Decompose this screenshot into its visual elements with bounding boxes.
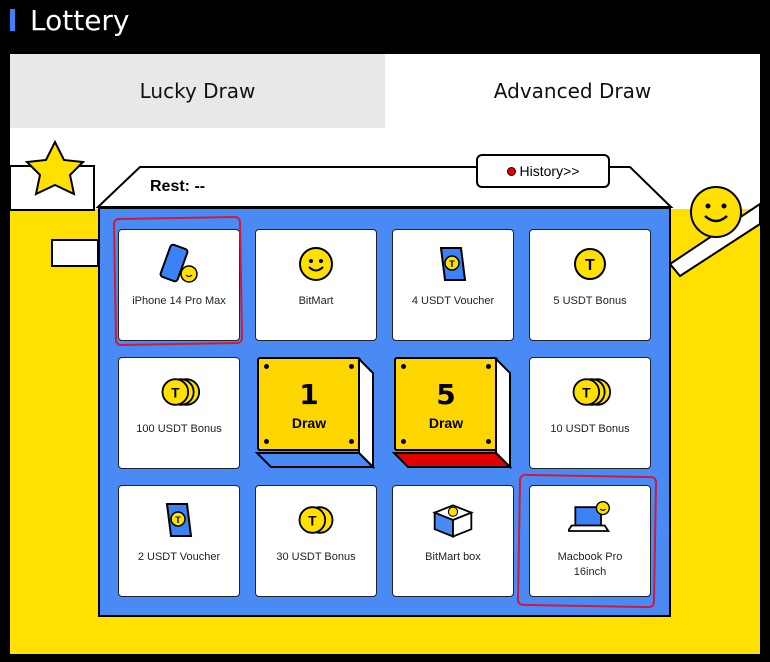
- voucher-icon: T: [157, 498, 201, 542]
- macbook-icon: [568, 498, 612, 542]
- history-button[interactable]: History>>: [476, 154, 610, 188]
- lottery-panel: Lucky Draw Advanced Draw Rest: --: [10, 54, 760, 654]
- draw-5-base: [392, 357, 513, 470]
- prize-label: Macbook Pro 16inch: [557, 551, 623, 578]
- prize-label: 100 USDT Bonus: [136, 423, 222, 435]
- tab-advanced-draw[interactable]: Advanced Draw: [385, 54, 760, 128]
- prize-label: BitMart box: [425, 551, 481, 563]
- smiley-icon: [690, 186, 742, 238]
- svg-text:T: T: [582, 386, 591, 401]
- history-label: History>>: [519, 163, 580, 179]
- star-icon: [24, 139, 86, 196]
- prize-cell-2usdt-voucher: T 2 USDT Voucher: [118, 485, 240, 597]
- history-dot-icon: [506, 166, 516, 176]
- prize-label: 2 USDT Voucher: [137, 551, 221, 563]
- prize-cell-bitmart-box: BitMart box: [392, 485, 514, 597]
- draw-label: Draw: [428, 414, 464, 431]
- title-bar: Lottery: [0, 0, 770, 48]
- prize-cell-bitmart: BitMart: [255, 229, 377, 341]
- prize-cell-100usdt-bonus: T 100 USDT Bonus: [118, 357, 240, 469]
- page-title: Lottery: [30, 4, 130, 37]
- usdt-coin-stack-icon: T: [294, 498, 338, 542]
- svg-text:T: T: [175, 515, 181, 525]
- iphone-icon: [157, 242, 201, 286]
- prize-label: BitMart: [298, 295, 334, 307]
- voucher-icon: T: [431, 242, 475, 286]
- usdt-coin-stack-icon: T: [568, 370, 612, 414]
- prize-label: 5 USDT Bonus: [553, 295, 627, 307]
- draw-5-button[interactable]: 5 Draw: [394, 357, 498, 451]
- svg-text:T: T: [449, 259, 455, 269]
- prize-label: 4 USDT Voucher: [411, 295, 495, 307]
- prize-cell-iphone: iPhone 14 Pro Max: [118, 229, 240, 341]
- draw-count: 1: [299, 377, 319, 411]
- draw-1-button[interactable]: 1 Draw: [257, 357, 361, 451]
- draw-1-base: [255, 357, 376, 470]
- draw-label: Draw: [291, 414, 327, 431]
- prize-label: 10 USDT Bonus: [550, 423, 630, 435]
- prize-label: iPhone 14 Pro Max: [132, 295, 226, 307]
- prize-cell-10usdt-bonus: T 10 USDT Bonus: [529, 357, 651, 469]
- prize-cell-5usdt-bonus: T 5 USDT Bonus: [529, 229, 651, 341]
- title-accent: [10, 9, 15, 31]
- svg-text:T: T: [171, 386, 180, 401]
- draw-count: 5: [436, 377, 456, 411]
- highlight-mark-macbook: [516, 473, 658, 609]
- prize-cell-4usdt-voucher: T 4 USDT Voucher: [392, 229, 514, 341]
- prize-cell-30usdt-bonus: T 30 USDT Bonus: [255, 485, 377, 597]
- rest-counter: Rest: --: [150, 178, 206, 195]
- prize-grid: iPhone 14 Pro Max BitMart: [98, 207, 671, 617]
- tab-lucky-draw[interactable]: Lucky Draw: [10, 54, 385, 128]
- svg-text:T: T: [308, 514, 317, 529]
- smiley-coin-icon: [294, 242, 338, 286]
- prize-cell-macbook: Macbook Pro 16inch: [529, 485, 651, 597]
- gift-box-icon: [431, 498, 475, 542]
- highlight-mark-iphone: [112, 215, 244, 347]
- usdt-coin-stack-icon: T: [157, 370, 201, 414]
- prize-label: 30 USDT Bonus: [276, 551, 356, 563]
- usdt-coin-icon: T: [568, 242, 612, 286]
- svg-text:T: T: [585, 257, 595, 274]
